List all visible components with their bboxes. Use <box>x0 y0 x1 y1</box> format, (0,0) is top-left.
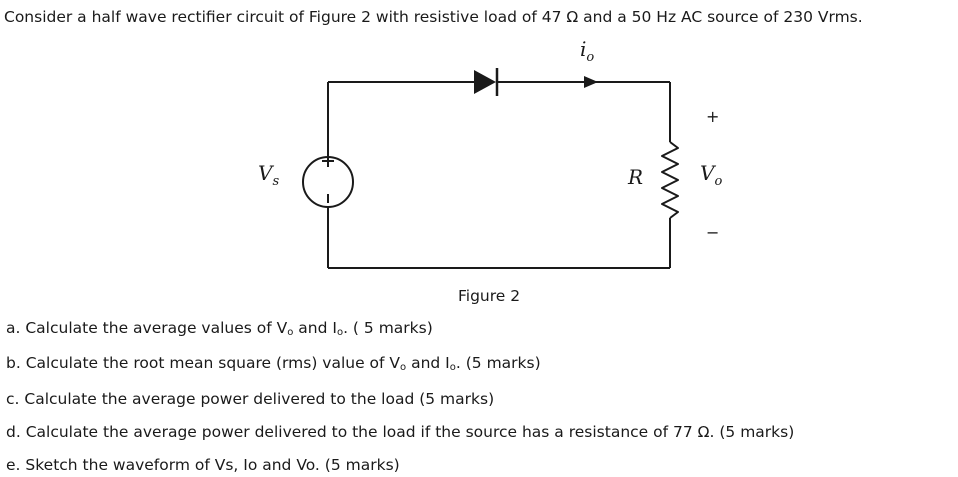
output-minus-sign: − <box>706 223 719 242</box>
resistor-label: R <box>627 165 643 189</box>
current-label: io <box>580 37 594 65</box>
current-arrow-icon <box>584 76 598 88</box>
figure-caption: Figure 2 <box>458 287 521 305</box>
diode-symbol <box>474 68 499 96</box>
question-d: d. Calculate the average power delivered… <box>6 423 795 441</box>
output-plus-sign: + <box>706 107 719 126</box>
source-label: Vs <box>258 161 279 189</box>
question-e: e. Sketch the waveform of Vs, Io and Vo.… <box>6 456 400 474</box>
circuit-diagram: io Vs R + Vo − <box>258 37 722 269</box>
question-a: a. Calculate the average values of Vo an… <box>6 319 433 338</box>
resistor-symbol <box>661 141 679 219</box>
circuit-wires <box>327 81 671 269</box>
problem-statement: Consider a half wave rectifier circuit o… <box>4 8 863 26</box>
question-c: c. Calculate the average power delivered… <box>6 390 495 408</box>
question-b: b. Calculate the root mean square (rms) … <box>6 354 541 373</box>
ac-source-symbol <box>302 155 354 208</box>
output-label: Vo <box>700 161 722 189</box>
